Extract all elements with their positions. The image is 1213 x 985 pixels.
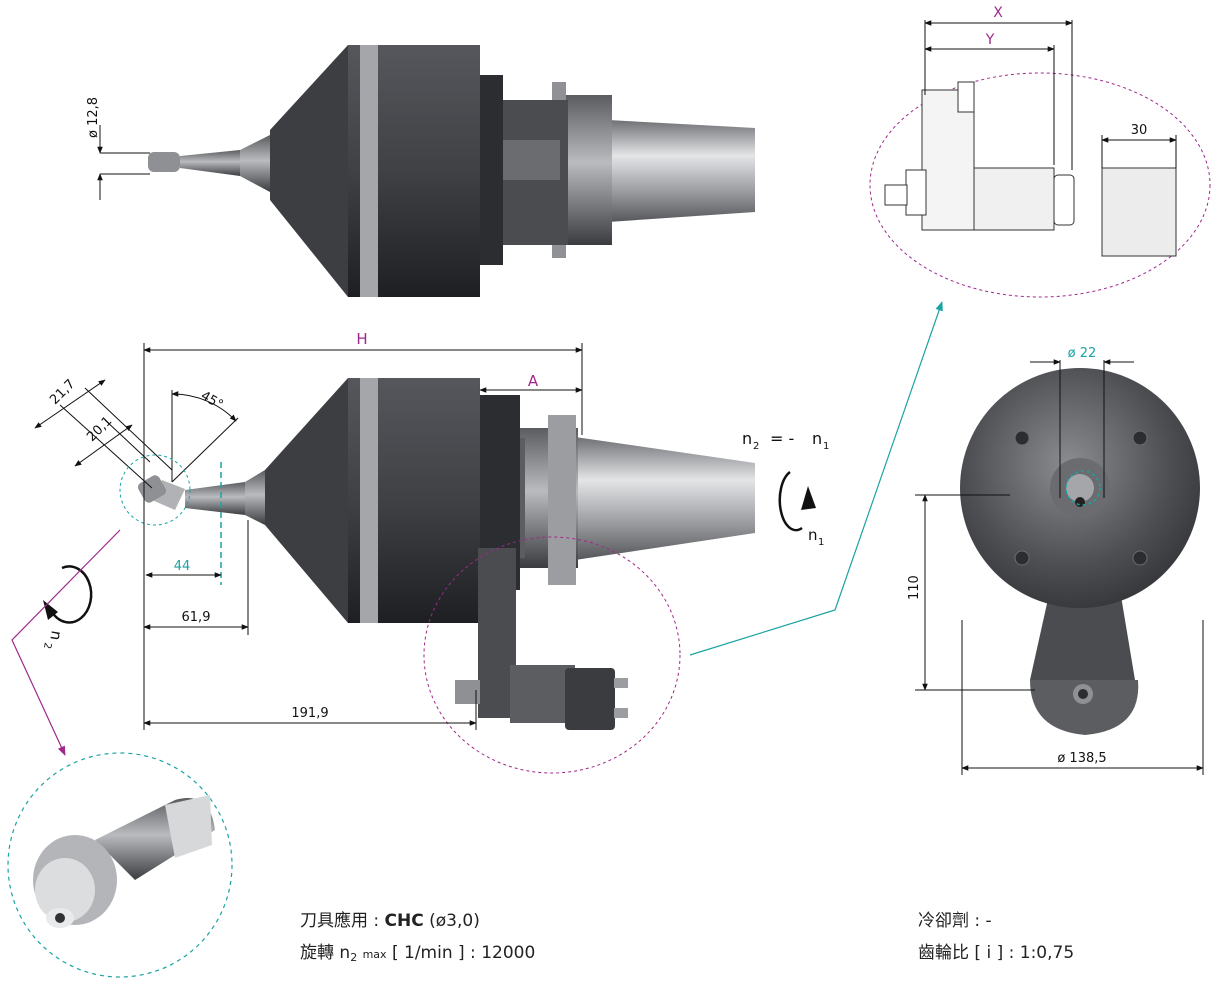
- label-110: 110: [907, 575, 922, 600]
- coolant-label: 冷卻劑 :: [918, 911, 981, 931]
- svg-text:1: 1: [823, 441, 829, 452]
- speed-unit: [ 1/min ] :: [391, 943, 476, 963]
- label-n2: n: [46, 629, 65, 641]
- label-H: H: [356, 330, 367, 348]
- detail-clamp-view: X Y 30: [869, 5, 1211, 298]
- dim-21-7-20-1: 21,7 20,1: [34, 377, 173, 489]
- shank-cone-2: [575, 437, 755, 560]
- label-n1: n: [808, 526, 818, 544]
- spec-right: 冷卻劑 : - 齒輪比 [ i ] : 1:0,75: [918, 905, 1074, 969]
- leader-to-head-detail: [11, 529, 121, 756]
- dim-A: A: [479, 372, 583, 393]
- shank-collar: [560, 95, 612, 245]
- detail-marker-circle: [423, 536, 681, 774]
- dim-44: 44: [145, 559, 222, 578]
- spec-speed: 旋轉 n2 max [ 1/min ] : 12000: [300, 937, 535, 969]
- svg-text:1: 1: [818, 537, 824, 548]
- scale-ring: [360, 45, 378, 297]
- rotation-arrow-n1: n 1: [778, 470, 824, 548]
- spec-coolant: 冷卻劑 : -: [918, 905, 1074, 937]
- spec-left: 刀具應用 : CHC (ø3,0) 旋轉 n2 max [ 1/min ] : …: [300, 905, 535, 969]
- label-21-7: 21,7: [47, 377, 78, 408]
- leader-to-clamp-detail: [689, 301, 943, 656]
- middle-side-view: [137, 378, 755, 774]
- svg-text:2: 2: [753, 441, 759, 452]
- front-view: [960, 368, 1200, 735]
- label-X: X: [993, 5, 1003, 21]
- head-detail-circle: [119, 454, 191, 526]
- dim-45deg: 45°: [171, 388, 239, 483]
- spec-gear: 齒輪比 [ i ] : 1:0,75: [918, 937, 1074, 969]
- dim-d138-5: ø 138,5: [961, 620, 1204, 775]
- nose-taper: [240, 135, 270, 192]
- dim-61-9: 61,9: [143, 520, 249, 635]
- coolant-value: -: [985, 911, 992, 931]
- scale-ring-2: [360, 378, 378, 623]
- detail-circle: [869, 72, 1211, 298]
- label-d12-8: ø 12,8: [86, 97, 101, 138]
- bracket-arm: [478, 548, 516, 718]
- label-30: 30: [1131, 123, 1148, 138]
- spec-application: 刀具應用 : CHC (ø3,0): [300, 905, 535, 937]
- head-detail-view: [7, 752, 233, 978]
- label-44: 44: [174, 559, 191, 574]
- speed-sub: 2: [350, 951, 358, 964]
- rotation-arrow-n2: n 2: [41, 565, 93, 650]
- tool-head: [148, 152, 180, 172]
- label-A: A: [528, 372, 539, 390]
- application-extra: (ø3,0): [429, 911, 480, 931]
- nose-spindle: [180, 150, 240, 176]
- formula-n2: n: [742, 429, 752, 448]
- block-30: [1101, 167, 1177, 257]
- shank-cone: [608, 120, 755, 222]
- gear-label: 齒輪比 [ i ] :: [918, 943, 1015, 963]
- top-side-view: [148, 45, 755, 297]
- label-191-9: 191,9: [291, 706, 328, 721]
- formula-eq: = -: [770, 429, 794, 448]
- front-cone: [270, 45, 348, 297]
- label-61-9: 61,9: [182, 610, 211, 625]
- application-label: 刀具應用 :: [300, 911, 380, 931]
- application-value: CHC: [384, 911, 424, 931]
- svg-text:2: 2: [41, 641, 53, 649]
- gear-value: 1:0,75: [1019, 943, 1075, 963]
- speed-max: max: [362, 948, 387, 961]
- rotation-formula: n 2 = - n 1: [742, 429, 829, 452]
- label-d22: ø 22: [1068, 346, 1097, 361]
- dim-191-9: 191,9: [143, 460, 477, 730]
- front-bracket: [1030, 590, 1135, 680]
- dim-d22: ø 22: [1030, 346, 1134, 498]
- label-Y: Y: [985, 32, 995, 48]
- dim-110: 110: [907, 494, 1035, 691]
- dim-d12-8: ø 12,8: [86, 97, 150, 200]
- speed-value: 12000: [481, 943, 536, 963]
- speed-n: n: [339, 943, 351, 963]
- label-d138-5: ø 138,5: [1057, 751, 1106, 766]
- formula-n1: n: [812, 429, 822, 448]
- speed-label: 旋轉: [300, 943, 334, 963]
- spacer-plate: [478, 75, 503, 265]
